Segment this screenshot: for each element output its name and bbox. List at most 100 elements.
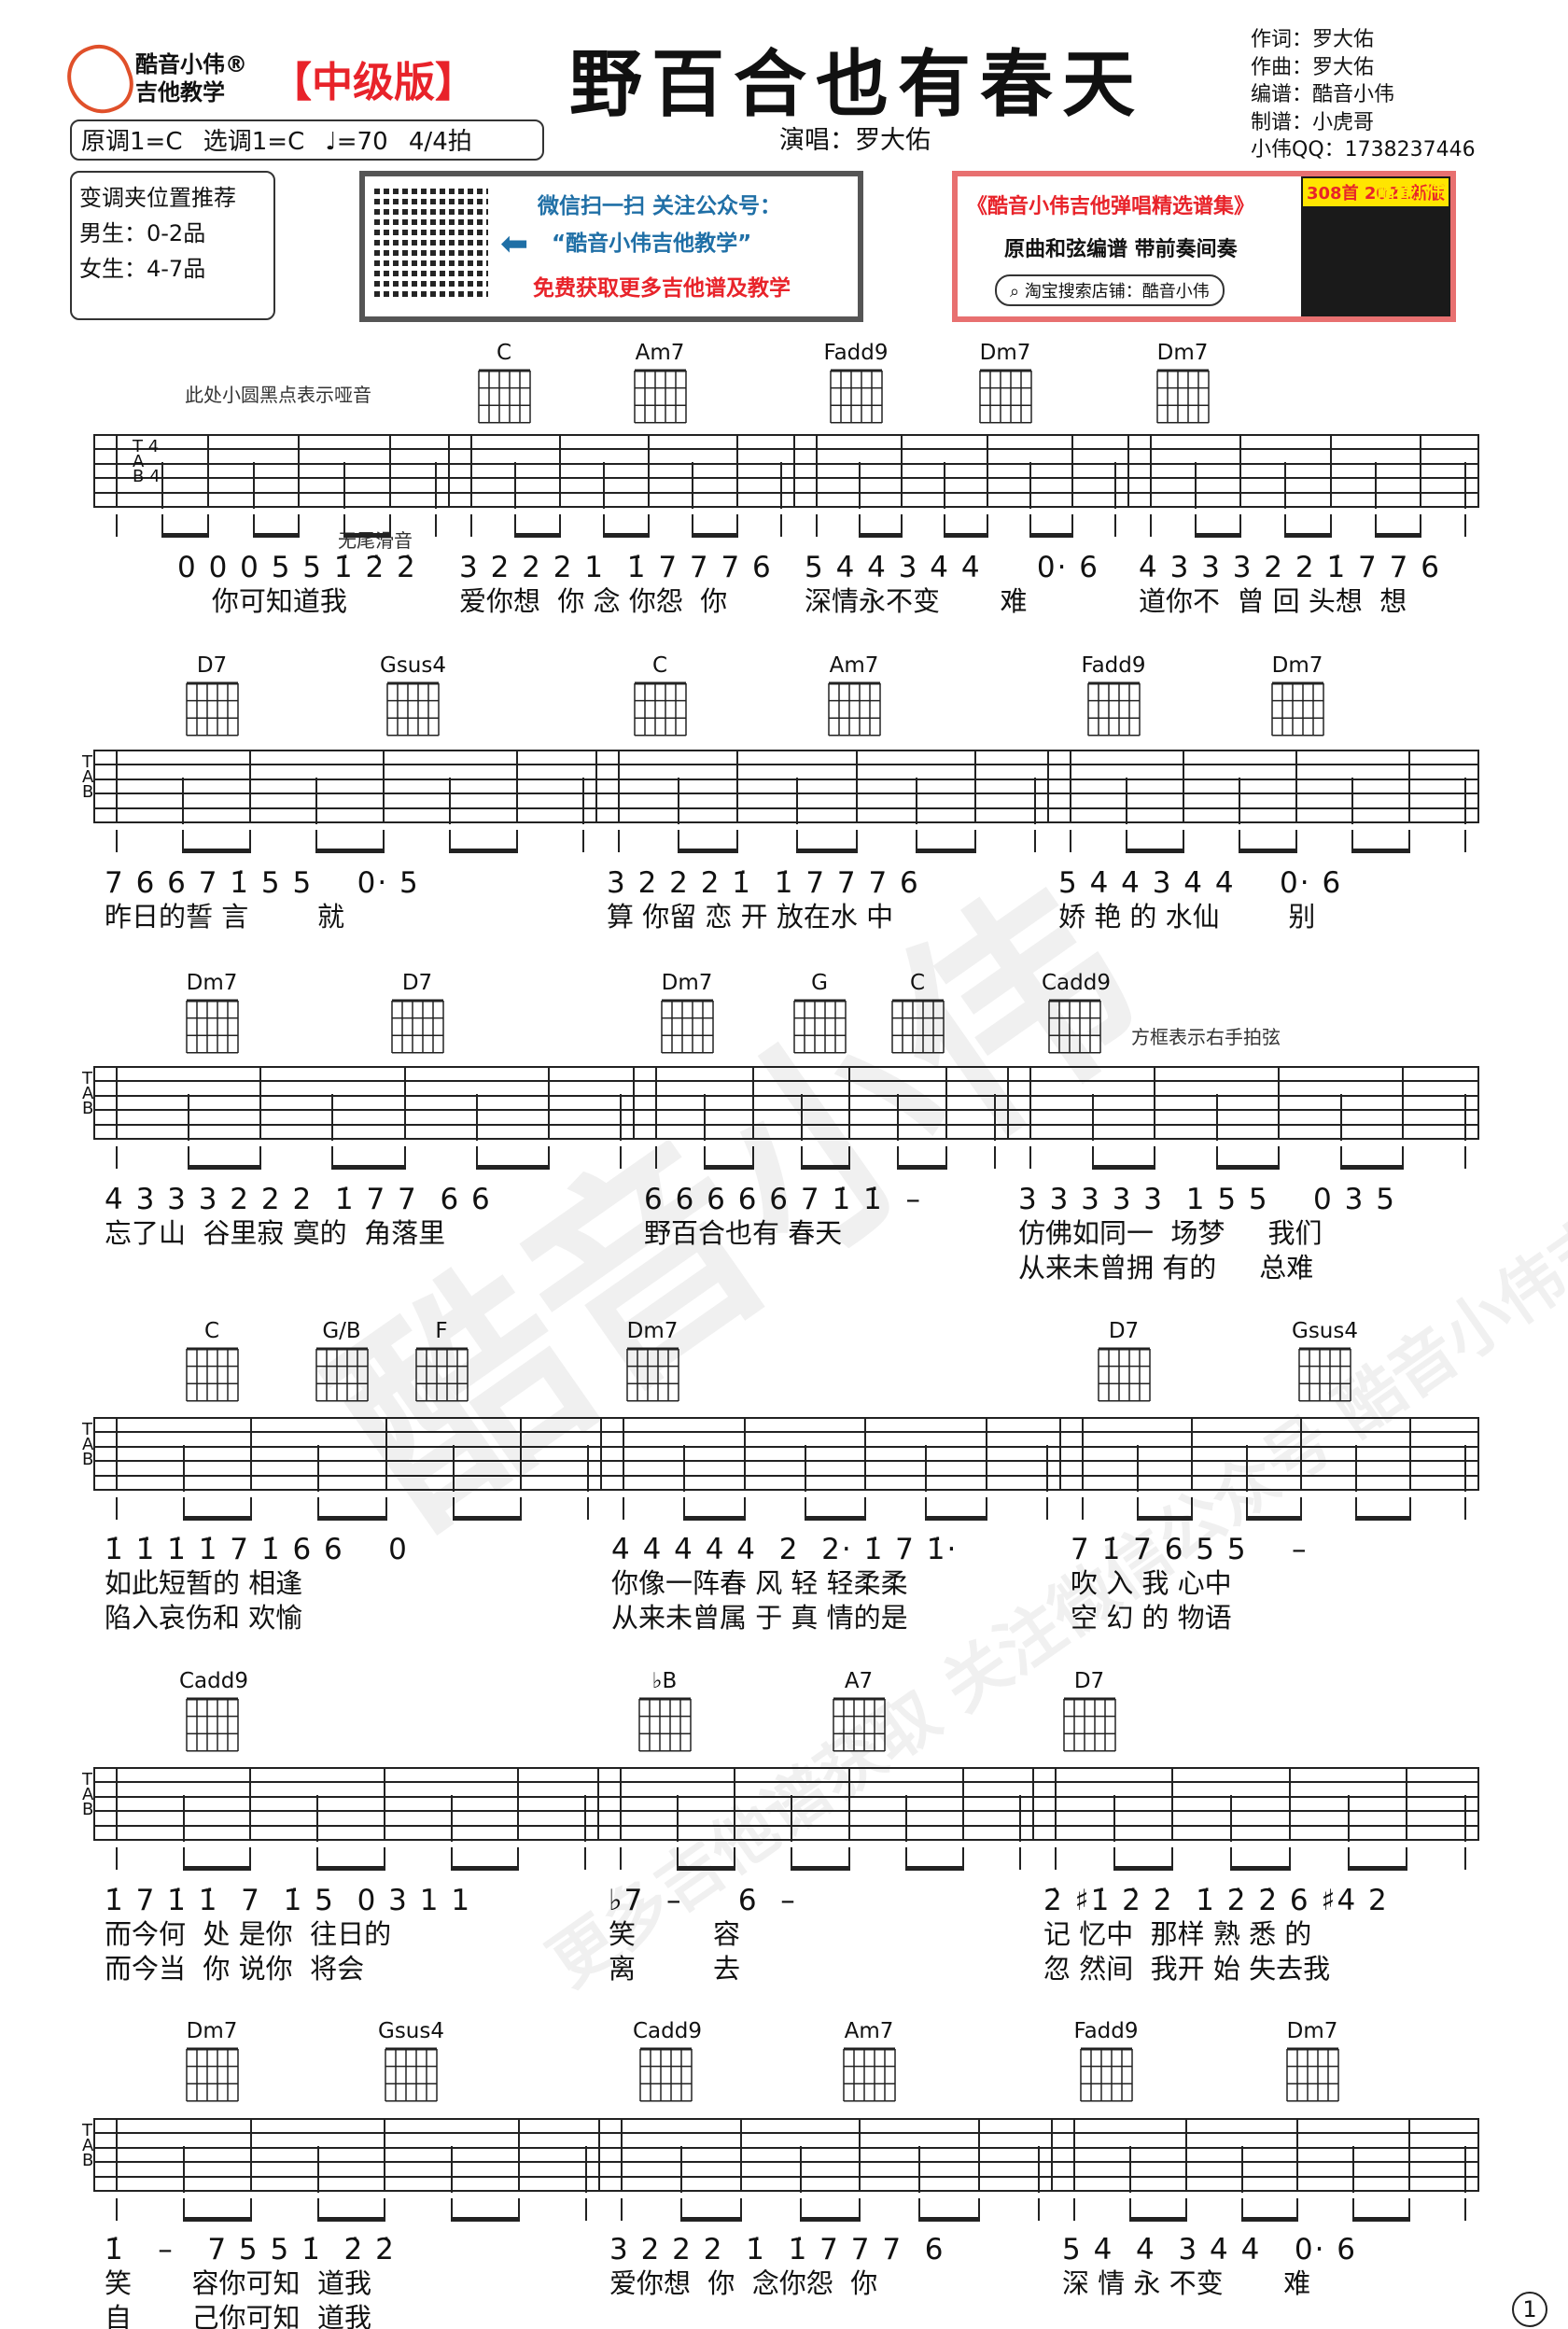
lyric-line: 如此短暂的 相逢 <box>105 1567 303 1599</box>
arrow-left-icon: ⬅ <box>500 225 529 263</box>
lyric-line: 深情永不变 难 <box>805 585 1028 617</box>
strum-stroke <box>804 1445 806 1492</box>
capo-male: 男生：0-2品 <box>79 220 206 246</box>
beam <box>316 2217 386 2222</box>
chord-diagram <box>626 1347 679 1402</box>
strum-stroke <box>1154 1066 1156 1139</box>
note-stem <box>587 1497 589 1520</box>
chord-gb: G/B <box>309 1319 374 1407</box>
lyric-line: 吹 入 我 心中 <box>1071 1567 1232 1599</box>
note-stem <box>161 514 163 537</box>
note-stem <box>116 830 118 852</box>
qr-code[interactable] <box>374 188 488 302</box>
note-stem <box>331 1146 334 1169</box>
chord-name: Am7 <box>635 341 685 365</box>
chord-c: C <box>471 341 537 428</box>
note-stem <box>791 1847 793 1870</box>
barline <box>1477 2118 1479 2192</box>
strum-stroke <box>864 1417 867 1490</box>
chord-diagram <box>186 681 239 737</box>
strum-stroke <box>897 1094 900 1141</box>
chord-f: F <box>409 1319 474 1407</box>
strum-stroke <box>734 1767 736 1840</box>
chord-am7: Am7 <box>821 653 887 741</box>
barline <box>633 1066 635 1140</box>
beam <box>475 1165 550 1170</box>
note-stem <box>1150 514 1152 537</box>
strum-stroke <box>452 1445 455 1492</box>
note-stem <box>1191 1497 1194 1520</box>
credits: 作词：罗大佑 作曲：罗大佑 编谱：酷音小伟 制谱：小虎哥 小伟QQ：173823… <box>1251 26 1476 164</box>
chord-fadd9: Fadd9 <box>823 341 889 428</box>
note-stem <box>383 1847 385 1870</box>
strum-stroke <box>816 434 818 507</box>
barline <box>1047 750 1049 823</box>
arranger: 编谱：酷音小伟 <box>1251 83 1395 106</box>
strum-stroke <box>250 1417 253 1490</box>
strum-stroke <box>974 750 977 822</box>
barline <box>600 1417 602 1491</box>
note-stem <box>1407 830 1410 852</box>
note-stem <box>519 1497 522 1520</box>
strum-stroke <box>1215 1094 1218 1141</box>
staff-line <box>93 1460 1477 1463</box>
jianpu-notes: 4 4 4 4 4 2 2· 1̇ 7 1̇· <box>611 1533 959 1566</box>
chord-diagram <box>833 1697 886 1752</box>
strum-stroke <box>1239 778 1241 824</box>
chord-c: C <box>179 1319 245 1407</box>
barline <box>1477 1066 1479 1140</box>
note-stem <box>1296 2198 1299 2221</box>
chord-diagram <box>634 681 687 737</box>
staff-line <box>93 1445 1477 1448</box>
chord-a7: A7 <box>826 1669 891 1757</box>
strum-stroke <box>1191 1417 1194 1490</box>
chord-name: G/B <box>322 1319 361 1343</box>
strum-stroke <box>1374 462 1377 509</box>
note-stem <box>1038 2198 1040 2221</box>
beam <box>804 1516 867 1521</box>
strum-stroke <box>470 434 472 507</box>
note-stem <box>901 514 903 537</box>
chord-name: ♭B <box>651 1669 678 1693</box>
note-stem <box>703 1146 706 1169</box>
jianpu-notes: 5 4 4 3 4 4 0· 6 <box>1062 2233 1358 2266</box>
strum-stroke <box>944 462 946 509</box>
note-stem <box>734 1847 736 1870</box>
strum-stroke <box>182 1795 185 1842</box>
chord-dm7: Dm7 <box>1150 341 1215 428</box>
strum-stroke <box>316 2146 319 2193</box>
beam <box>182 2217 252 2222</box>
staff-line <box>93 1781 1477 1784</box>
note-stem <box>780 514 782 537</box>
chord-diagram <box>315 1347 369 1402</box>
note-stem <box>994 1146 996 1169</box>
note-stem <box>316 1847 319 1870</box>
chord-diagram <box>415 1347 469 1402</box>
barline <box>93 750 95 823</box>
beam <box>603 533 650 538</box>
beam <box>915 849 977 853</box>
strum-stroke <box>620 1767 622 1840</box>
note-stem <box>1409 1497 1412 1520</box>
composer: 作曲：罗大佑 <box>1251 55 1375 79</box>
strum-stroke <box>859 2118 861 2191</box>
strum-stroke <box>249 1767 252 1840</box>
note-stem <box>188 1146 190 1169</box>
strum-stroke <box>403 1066 406 1139</box>
strum-stroke <box>682 1445 685 1492</box>
chord-am7: Am7 <box>627 341 693 428</box>
note-stem <box>116 1146 118 1169</box>
staff-line <box>93 1431 1477 1434</box>
strum-stroke <box>918 2146 921 2193</box>
note-stem <box>944 514 946 537</box>
strum-stroke <box>383 1767 385 1840</box>
note-stem <box>904 1847 907 1870</box>
guitar-icon <box>58 35 142 123</box>
note-stem <box>1402 1146 1405 1169</box>
beam <box>188 1165 262 1170</box>
chord-gsus4: Gsus4 <box>378 2019 444 2107</box>
jianpu-notes: 6 6 6 6 6 7 1̇ 1̇ – <box>644 1183 922 1216</box>
